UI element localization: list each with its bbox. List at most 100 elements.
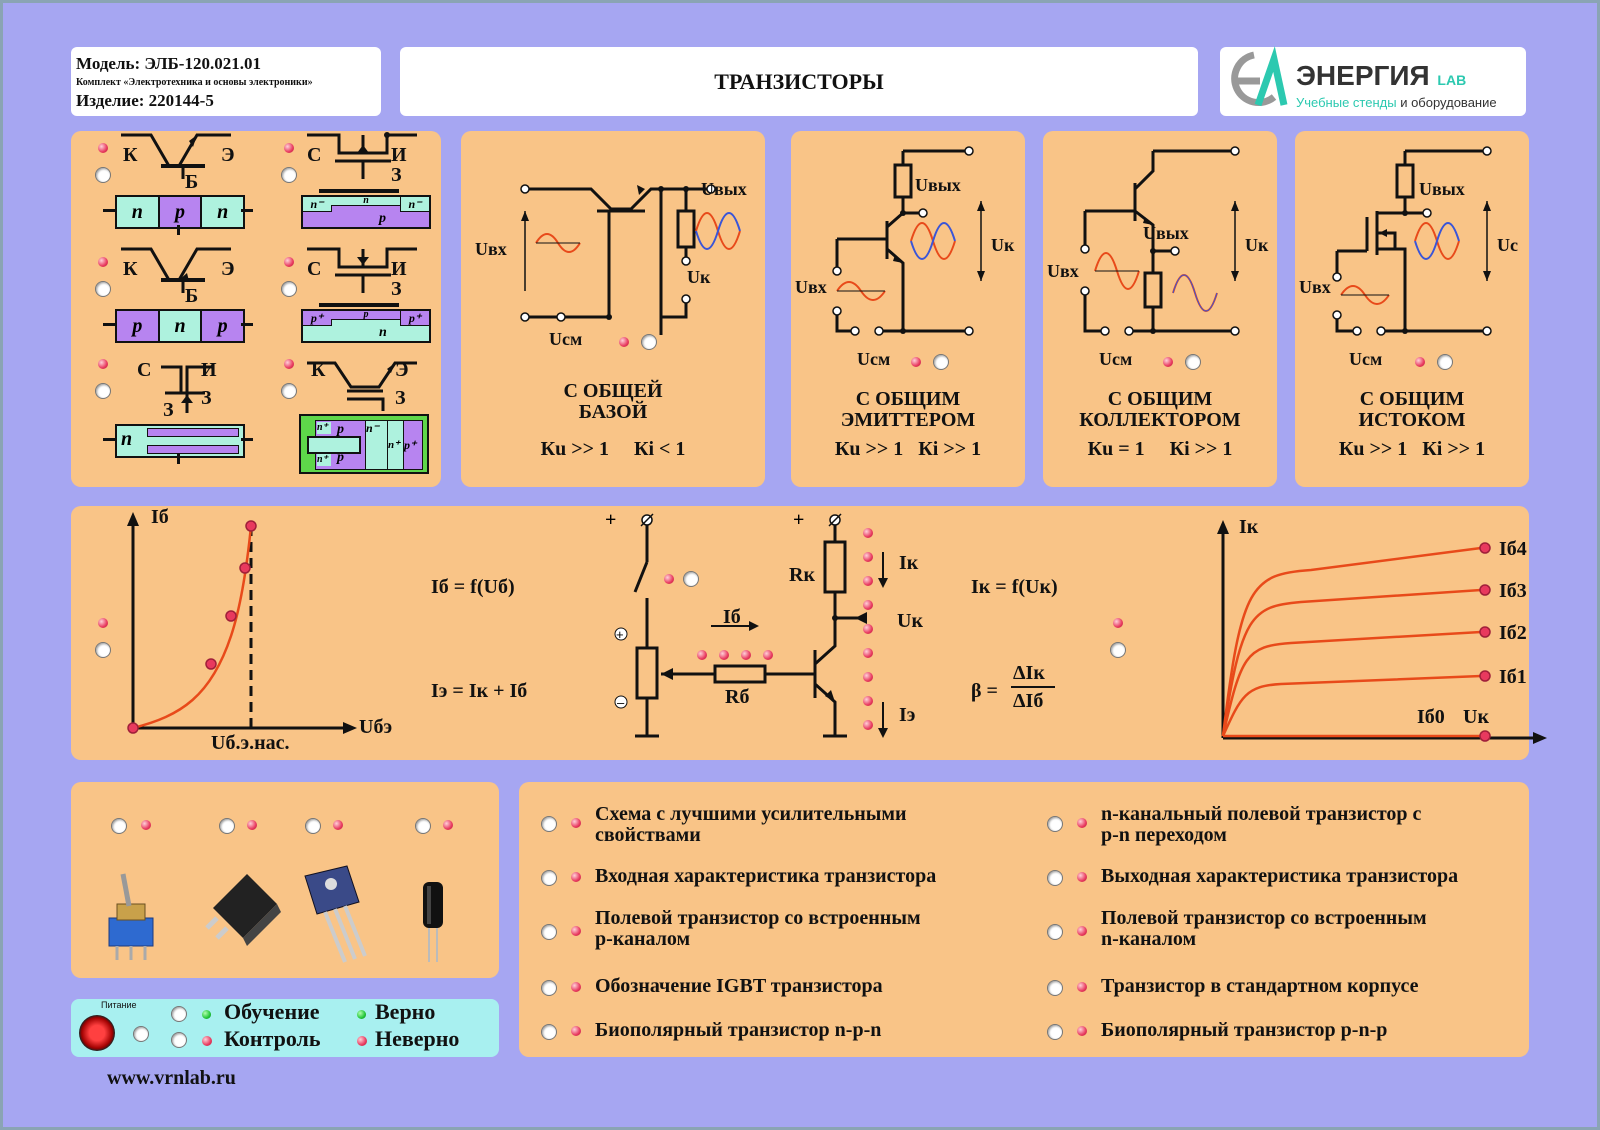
- check-mode-jack[interactable]: [171, 1032, 187, 1048]
- question-left-1: Схема с лучшими усилительными свойствами: [595, 803, 907, 846]
- answer-jack-12[interactable]: [1110, 642, 1126, 658]
- curve-label-ib3: Iб3: [1499, 580, 1527, 602]
- power-jack[interactable]: [133, 1026, 149, 1042]
- collector-label: К: [123, 258, 138, 280]
- answer-jack-3[interactable]: [95, 281, 111, 297]
- learn-led: [202, 1010, 211, 1019]
- answer-jack-14[interactable]: [219, 818, 235, 834]
- answer-jack-5[interactable]: [95, 383, 111, 399]
- power-label: Питание: [101, 1000, 137, 1010]
- model-label: Модель: ЭЛБ-120.021.01: [76, 54, 261, 73]
- svg-text:–: –: [617, 695, 625, 710]
- emitter-label: Э: [221, 144, 235, 166]
- collector-voltage-label: Uк: [897, 610, 923, 632]
- wrong-label: Неверно: [375, 1026, 460, 1051]
- source-label: С: [307, 144, 322, 166]
- question-jack-right-2[interactable]: [1047, 870, 1063, 886]
- brand-plate: ЭНЕРГИЯ LAB Учебные стенды и оборудовани…: [1220, 46, 1526, 116]
- question-right-4: Транзистор в стандартном корпусе: [1101, 975, 1419, 997]
- pnp-structure: p n p: [115, 309, 245, 343]
- answer-led: [284, 359, 294, 369]
- test-led: [664, 574, 674, 584]
- emitter-current-label: Iэ: [899, 704, 916, 726]
- p-region: p: [159, 197, 203, 227]
- question-jack-left-3[interactable]: [541, 924, 557, 940]
- question-jack-right-4[interactable]: [1047, 980, 1063, 996]
- answer-jack-13[interactable]: [111, 818, 127, 834]
- answer-jack-9[interactable]: [1185, 354, 1201, 370]
- right-led: [357, 1010, 366, 1019]
- common-base-schematic: [520, 184, 741, 335]
- answer-jack-2[interactable]: [281, 167, 297, 183]
- answer-jack-7[interactable]: [641, 334, 657, 350]
- output-x-axis-label: Uк: [1463, 706, 1489, 728]
- base-label: Б: [185, 171, 199, 193]
- answer-jack-16[interactable]: [415, 818, 431, 834]
- answer-jack-4[interactable]: [281, 281, 297, 297]
- control-bar: Питание Обучение Контроль Верно Неверно: [71, 999, 499, 1057]
- test-led: [763, 650, 773, 660]
- question-led: [1077, 926, 1087, 936]
- question-jack-right-5[interactable]: [1047, 1024, 1063, 1040]
- n-region: n: [117, 197, 160, 227]
- svg-text:+: +: [605, 509, 616, 531]
- common-emitter-schematic: [832, 146, 985, 336]
- collector-label: К: [123, 144, 138, 166]
- mosfet-builtin-p-icon: [307, 247, 417, 293]
- output-function-label: Iк = f(Uк): [971, 576, 1058, 598]
- circuit-name: С ОБЩЕЙ БАЗОЙ: [563, 380, 663, 423]
- output-y-axis-label: Iк: [1239, 516, 1259, 538]
- drain-label: И: [391, 144, 407, 166]
- question-led: [1077, 872, 1087, 882]
- answer-led: [247, 820, 257, 830]
- beta-numerator: ΔIк: [1013, 662, 1045, 684]
- website-url: www.vrnlab.ru: [107, 1067, 236, 1089]
- test-led: [741, 650, 751, 660]
- input-characteristic-chart: [127, 512, 357, 734]
- characteristics-panel: Iб Uбэ Uб.э.нас. Iб = f(Uб) Iэ = Iк + Iб: [71, 506, 1547, 760]
- question-left-3: Полевой транзистор со встроенным р-канал…: [595, 907, 921, 950]
- input-x-axis-label: Uбэ: [359, 716, 393, 738]
- jfet-n-icon: [161, 365, 213, 413]
- collector-current-label: Iк: [899, 552, 919, 574]
- question-jack-left-5[interactable]: [541, 1024, 557, 1040]
- to126-transistor-icon: [304, 865, 367, 963]
- question-jack-left-1[interactable]: [541, 816, 557, 832]
- question-led: [1077, 982, 1087, 992]
- answer-led: [141, 820, 151, 830]
- question-led: [571, 872, 581, 882]
- question-jack-right-3[interactable]: [1047, 924, 1063, 940]
- answer-led: [619, 337, 629, 347]
- title-plate: ТРАНЗИСТОРЫ: [400, 47, 1198, 116]
- question-jack-left-2[interactable]: [541, 870, 557, 886]
- answer-led: [284, 143, 294, 153]
- answer-jack-8[interactable]: [933, 354, 949, 370]
- curve-label-ib1: Iб1: [1499, 666, 1527, 688]
- test-led: [863, 600, 873, 610]
- mosfet-p-structure: p⁺ p p⁺ n: [301, 309, 431, 343]
- answer-jack-6[interactable]: [281, 383, 297, 399]
- base-current-label: Iб: [723, 606, 741, 628]
- gate-label: З: [391, 164, 402, 186]
- answer-led: [98, 257, 108, 267]
- question-jack-left-4[interactable]: [541, 980, 557, 996]
- supply-voltage-label: Uк: [687, 267, 711, 287]
- learn-mode-label: Обучение: [224, 999, 320, 1024]
- answer-jack-10[interactable]: [1437, 354, 1453, 370]
- answer-jack-15[interactable]: [305, 818, 321, 834]
- brand-name: ЭНЕРГИЯ LAB: [1296, 60, 1467, 91]
- beta-label: β =: [971, 680, 998, 702]
- power-button[interactable]: [79, 1015, 115, 1051]
- switch-jack[interactable]: [683, 571, 699, 587]
- question-jack-right-1[interactable]: [1047, 816, 1063, 832]
- answer-jack-1[interactable]: [95, 167, 111, 183]
- answer-led: [98, 143, 108, 153]
- brand-subtitle: Учебные стенды и оборудование: [1296, 95, 1497, 110]
- test-led: [863, 576, 873, 586]
- electrolytic-capacitor-icon: [423, 882, 443, 962]
- question-led: [571, 982, 581, 992]
- learn-mode-jack[interactable]: [171, 1006, 187, 1022]
- answer-jack-11[interactable]: [95, 642, 111, 658]
- base-resistor-label: Rб: [725, 686, 750, 708]
- answer-led: [333, 820, 343, 830]
